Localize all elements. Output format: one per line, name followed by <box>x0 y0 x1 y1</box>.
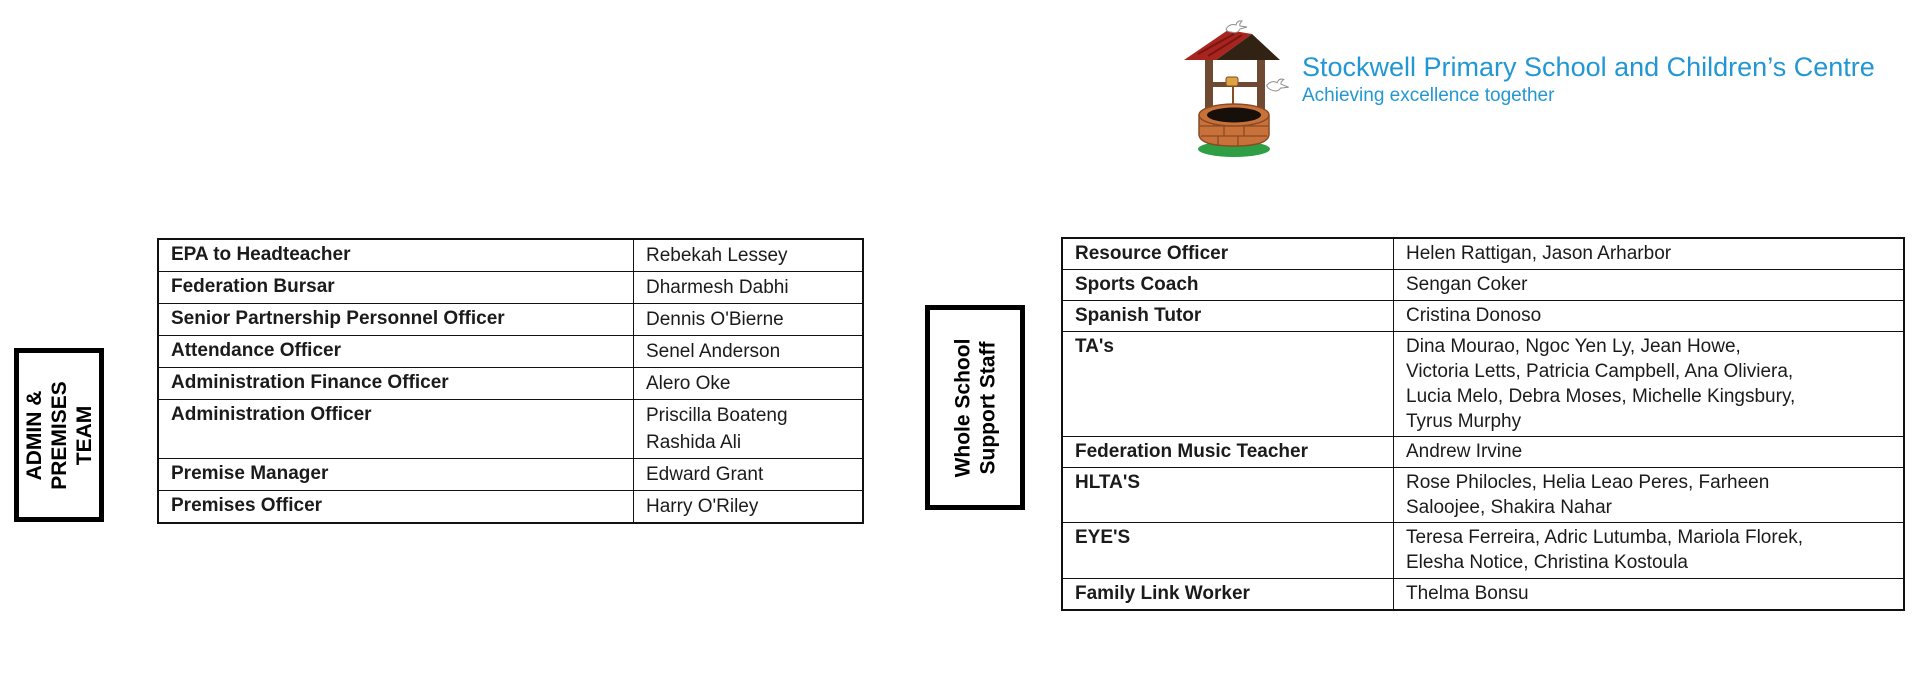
label-line: Support Staff <box>976 341 1000 474</box>
names-cell: Andrew Irvine <box>1406 441 1523 462</box>
role-cell: Premise Manager <box>159 459 634 490</box>
names-cell: Dharmesh Dabhi <box>646 277 789 298</box>
table-row: Federation Music Teacher Andrew Irvine <box>1063 436 1903 467</box>
table-row: Premises Officer Harry O'Riley <box>159 490 862 522</box>
label-line: ADMIN & <box>22 390 46 480</box>
whole-school-label: Whole School Support Staff <box>950 338 1000 477</box>
label-line: TEAM <box>72 405 96 465</box>
table-row: Senior Partnership Personnel Officer Den… <box>159 303 862 335</box>
names-cell: Cristina Donoso <box>1406 305 1542 326</box>
admin-premises-label: ADMIN & PREMISES TEAM <box>22 381 97 490</box>
left-post <box>1205 58 1213 118</box>
names-cell: Priscilla Boateng Rashida Ali <box>646 405 788 453</box>
roof-hatch <box>1207 34 1243 57</box>
names-cell: Helen Rattigan, Jason Arharbor <box>1406 243 1672 264</box>
table-row: HLTA'S Rose Philocles, Helia Leao Peres,… <box>1063 467 1903 522</box>
school-title: Stockwell Primary School and Children’s … <box>1302 52 1875 82</box>
roof-right-face <box>1216 34 1280 60</box>
names-cell: Alero Oke <box>646 373 731 394</box>
admin-premises-table: EPA to Headteacher Rebekah Lessey Federa… <box>157 238 864 524</box>
logo-text-block: Stockwell Primary School and Children’s … <box>1302 20 1875 107</box>
table-row: EPA to Headteacher Rebekah Lessey <box>159 240 862 271</box>
role-cell: Federation Music Teacher <box>1063 437 1394 467</box>
table-row: Resource Officer Helen Rattigan, Jason A… <box>1063 239 1903 269</box>
table-row: Attendance Officer Senel Anderson <box>159 335 862 367</box>
role-cell: Federation Bursar <box>159 272 634 303</box>
role-cell: Premises Officer <box>159 491 634 522</box>
school-tagline: Achieving excellence together <box>1302 85 1555 106</box>
whole-school-label-box: Whole School Support Staff <box>925 305 1025 510</box>
role-cell: TA's <box>1063 332 1394 436</box>
role-cell: EPA to Headteacher <box>159 240 634 271</box>
label-line: Whole School <box>951 338 975 477</box>
table-row: Federation Bursar Dharmesh Dabhi <box>159 271 862 303</box>
label-line: PREMISES <box>47 380 71 490</box>
dove-icon <box>1266 78 1289 92</box>
table-row: Spanish Tutor Cristina Donoso <box>1063 300 1903 331</box>
role-cell: HLTA'S <box>1063 468 1394 522</box>
names-cell: Thelma Bonsu <box>1406 583 1529 604</box>
names-cell: Harry O'Riley <box>646 496 759 517</box>
role-cell: Spanish Tutor <box>1063 301 1394 331</box>
role-cell: EYE'S <box>1063 523 1394 578</box>
right-post <box>1257 58 1265 118</box>
role-cell: Attendance Officer <box>159 336 634 367</box>
names-cell: Rose Philocles, Helia Leao Peres, Farhee… <box>1406 472 1770 518</box>
school-logo: Stockwell Primary School and Children’s … <box>1178 20 1875 160</box>
table-row: Premise Manager Edward Grant <box>159 458 862 490</box>
names-cell: Senel Anderson <box>646 341 781 362</box>
table-row: Administration Finance Officer Alero Oke <box>159 367 862 399</box>
wishing-well-icon <box>1184 20 1289 157</box>
role-cell: Family Link Worker <box>1063 579 1394 609</box>
table-row: EYE'S Teresa Ferreira, Adric Lutumba, Ma… <box>1063 522 1903 578</box>
table-row: Sports Coach Sengan Coker <box>1063 269 1903 300</box>
role-cell: Administration Finance Officer <box>159 368 634 399</box>
table-row: Administration Officer Priscilla Boateng… <box>159 399 862 458</box>
role-cell: Senior Partnership Personnel Officer <box>159 304 634 335</box>
winch-handle <box>1225 76 1239 87</box>
names-cell: Sengan Coker <box>1406 274 1528 295</box>
names-cell: Dennis O'Bierne <box>646 309 784 330</box>
role-cell: Administration Officer <box>159 400 634 458</box>
names-cell: Dina Mourao, Ngoc Yen Ly, Jean Howe, Vic… <box>1406 336 1796 432</box>
whole-school-support-staff-table: Resource Officer Helen Rattigan, Jason A… <box>1061 237 1905 611</box>
names-cell: Edward Grant <box>646 464 764 485</box>
table-row: TA's Dina Mourao, Ngoc Yen Ly, Jean Howe… <box>1063 331 1903 436</box>
admin-premises-label-box: ADMIN & PREMISES TEAM <box>14 348 104 522</box>
dove-icon <box>1225 20 1248 34</box>
role-cell: Sports Coach <box>1063 270 1394 300</box>
table-row: Family Link Worker Thelma Bonsu <box>1063 578 1903 609</box>
well-opening <box>1207 107 1261 123</box>
names-cell: Rebekah Lessey <box>646 245 788 266</box>
role-cell: Resource Officer <box>1063 239 1394 269</box>
roof-hatch <box>1197 33 1235 55</box>
names-cell: Teresa Ferreira, Adric Lutumba, Mariola … <box>1406 527 1804 573</box>
